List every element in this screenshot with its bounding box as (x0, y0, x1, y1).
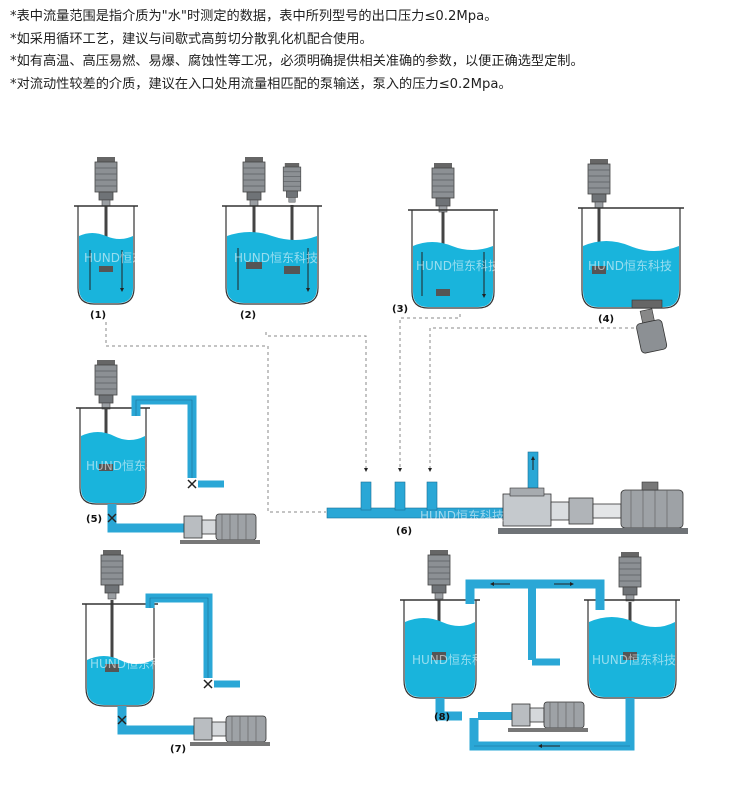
figure-label-7: (7) (170, 744, 186, 755)
note-line-2: *如采用循环工艺，建议与间歇式高剪切分散乳化机配合使用。 (10, 31, 373, 47)
figure-label-6: (6) (396, 526, 412, 537)
watermark: HUND恒东科技 (234, 251, 318, 265)
watermark: HUND恒东科技 (416, 259, 500, 273)
figure-8: HUND恒东科技 HUND恒东科技 (8) (400, 549, 680, 751)
watermark: HUND恒东科技 (412, 653, 496, 667)
watermark: HUND恒东科技 (86, 459, 170, 473)
figure-label-8: (8) (434, 712, 450, 723)
figure-3: HUND恒东科技 (3) (392, 162, 500, 315)
figure-7: HUND恒东科技 (7) (82, 549, 271, 755)
note-line-4: *对流动性较差的介质，建议在入口处用流量相匹配的泵输送，泵入的压力≤0.2Mpa… (10, 76, 512, 92)
figure-label-4: (4) (598, 314, 614, 325)
dashed-connections (105, 314, 640, 513)
watermark: HUND恒东科技 (592, 653, 676, 667)
watermark: HUND恒东科技 (84, 251, 168, 265)
watermark: HUND恒东科技 (420, 509, 504, 523)
notes-block: *表中流量范围是指介质为"水"时测定的数据，表中所列型号的出口压力≤0.2Mpa… (10, 6, 745, 96)
figure-1: HUND恒东科技 (1) (74, 156, 168, 321)
figure-label-2: (2) (240, 310, 256, 321)
figure-4: HUND恒东科技 (4) (578, 158, 684, 354)
note-line-3: *如有高温、高压易燃、易爆、腐蚀性等工况，必须明确提供相关准确的参数，以便正确选… (10, 54, 584, 69)
watermark: HUND恒东科技 (90, 657, 174, 671)
figure-label-1: (1) (90, 310, 106, 321)
figure-2: HUND恒东科技 (2) (222, 156, 322, 321)
figure-label-3: (3) (392, 304, 408, 315)
note-line-1: *表中流量范围是指介质为"水"时测定的数据，表中所列型号的出口压力≤0.2Mpa… (10, 9, 498, 24)
figure-5: HUND恒东科技 (5) (76, 359, 261, 545)
watermark: HUND恒东科技 (588, 259, 672, 273)
figure-6: HUND恒东科技 (6) (326, 451, 688, 537)
figure-label-5: (5) (86, 514, 102, 525)
